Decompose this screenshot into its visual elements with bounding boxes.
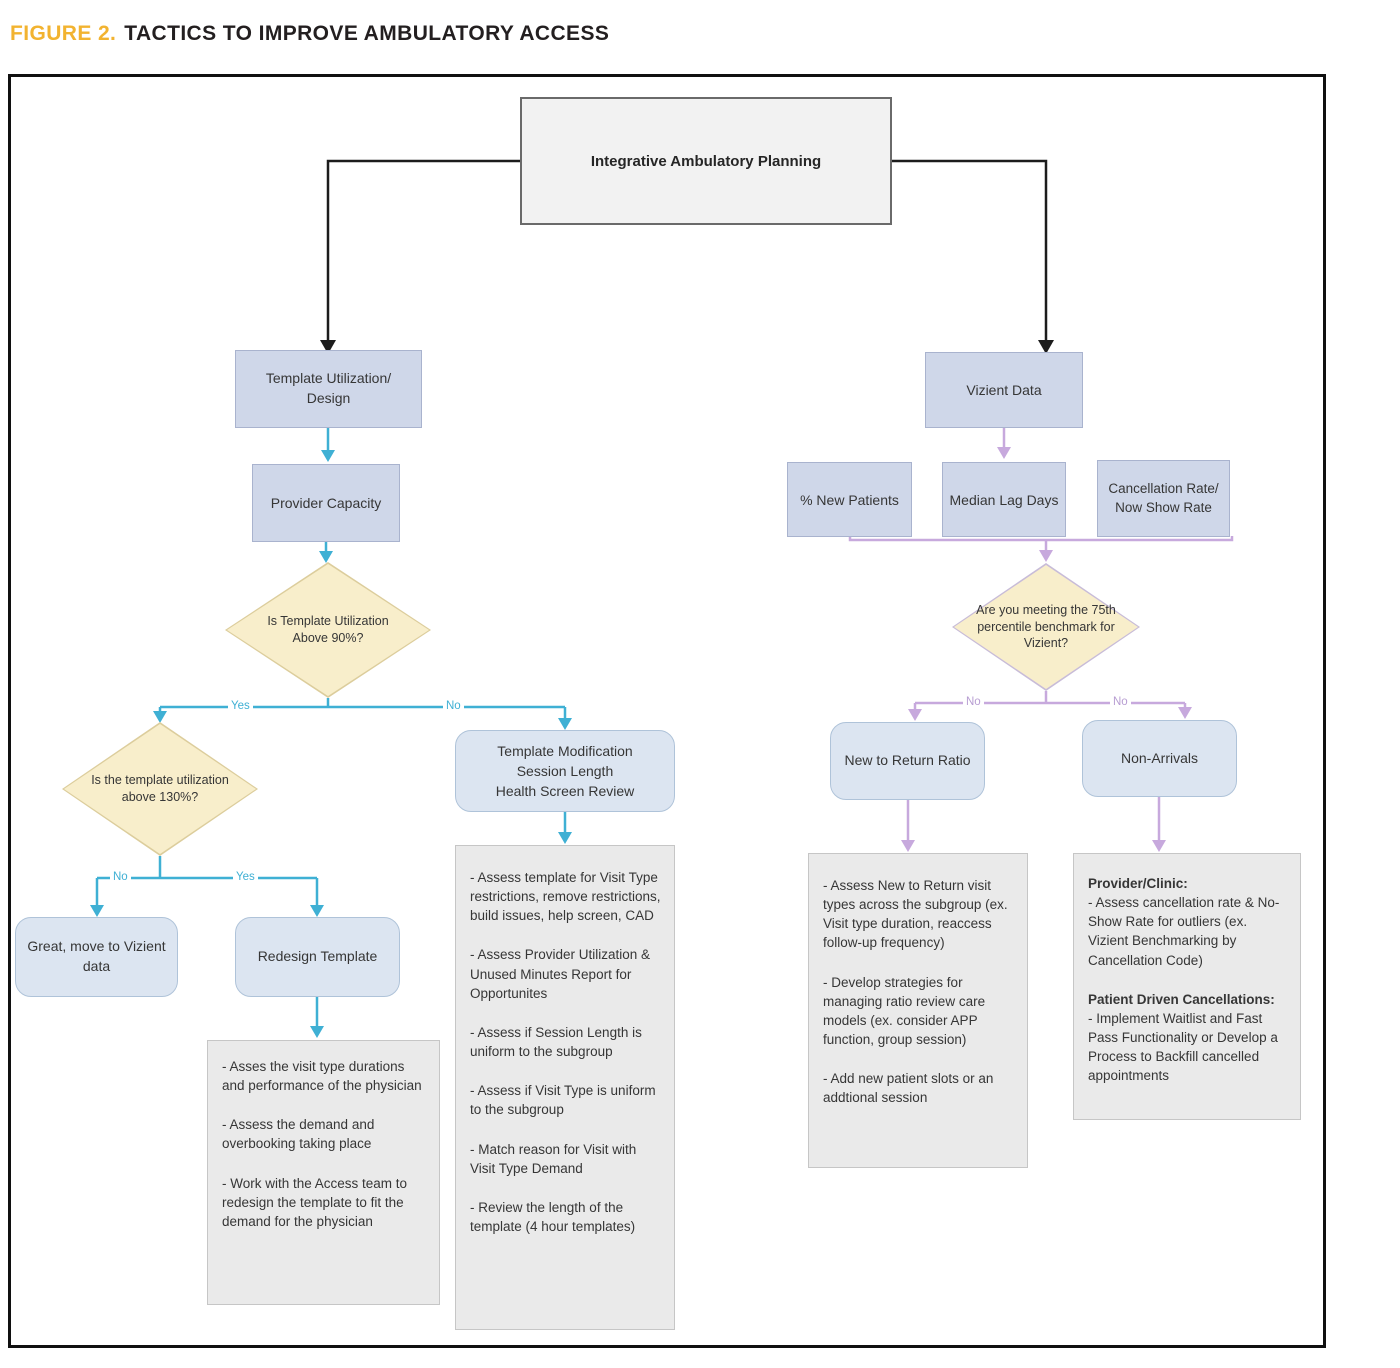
detail-new-to-return: - Assess New to Return visit types acros…: [808, 853, 1028, 1168]
detail-item: - Assess if Session Length is uniform to…: [470, 1024, 642, 1060]
node-median-lag-days: Median Lag Days: [942, 462, 1066, 537]
node-label: Integrative Ambulatory Planning: [590, 152, 822, 170]
detail-item: - Assess if Visit Type is uniform to the…: [470, 1083, 656, 1118]
node-label-line: Template Modification: [497, 742, 633, 759]
node-label-line: Health Screen Review: [495, 783, 635, 800]
edge-label-yes: Yes: [233, 871, 258, 884]
node-non-arrivals: Non-Arrivals: [1082, 720, 1237, 797]
node-label: Non-Arrivals: [1120, 749, 1198, 766]
decision-label: Is Template Utilization Above 90%?: [267, 614, 389, 645]
decision-template-utilization-90: Is Template Utilization Above 90%?: [225, 562, 431, 698]
figure-title: FIGURE 2. TACTICS TO IMPROVE AMBULATORY A…: [10, 22, 609, 46]
node-new-to-return-ratio: New to Return Ratio: [830, 722, 985, 800]
detail-item: - Match reason for Visit with Visit Type…: [470, 1141, 637, 1176]
detail-section-header: Patient Driven Cancellations:: [1088, 991, 1275, 1007]
decision-75th-percentile: Are you meeting the 75th percentile benc…: [952, 563, 1140, 691]
node-redesign-template: Redesign Template: [235, 917, 400, 997]
figure-title-text: TACTICS TO IMPROVE AMBULATORY ACCESS: [124, 22, 610, 45]
node-label: % New Patients: [800, 491, 899, 508]
node-percent-new-patients: % New Patients: [787, 462, 912, 537]
figure-label: FIGURE 2.: [10, 22, 117, 45]
detail-item: - Develop strategies for managing ratio …: [823, 974, 986, 1048]
node-cancellation-rate: Cancellation Rate/ Now Show Rate: [1097, 460, 1230, 537]
detail-item: - Asses the visit type durations and per…: [222, 1059, 422, 1094]
detail-item: - Implement Waitlist and Fast Pass Funct…: [1088, 1010, 1278, 1084]
detail-item: - Work with the Access team to redesign …: [222, 1175, 408, 1229]
node-label: Median Lag Days: [949, 491, 1059, 508]
node-vizient-data: Vizient Data: [925, 352, 1083, 428]
edge-label-no: No: [963, 696, 984, 709]
detail-template-modification: - Assess template for Visit Type restric…: [455, 845, 675, 1330]
node-label: Provider Capacity: [270, 495, 382, 511]
node-label: Cancellation Rate/ Now Show Rate: [1108, 480, 1219, 515]
detail-section-header: Provider/Clinic:: [1088, 876, 1188, 891]
node-provider-capacity: Provider Capacity: [252, 464, 400, 542]
edge-label-no: No: [1110, 696, 1131, 709]
detail-item: - Assess the demand and overbooking taki…: [222, 1117, 375, 1152]
node-template-modification: Template Modification Session Length Hea…: [455, 730, 675, 812]
edge-label-no: No: [110, 871, 131, 884]
node-label: New to Return Ratio: [844, 752, 971, 769]
detail-redesign-template: - Asses the visit type durations and per…: [207, 1040, 440, 1305]
detail-item: - Review the length of the template (4 h…: [470, 1199, 636, 1235]
node-label: Template Utilization/ Design: [265, 370, 392, 406]
detail-non-arrivals: Provider/Clinic: - Assess cancellation r…: [1073, 853, 1301, 1120]
detail-item: - Add new patient slots or an addtional …: [823, 1071, 994, 1106]
node-label-stack: Template Modification Session Length Hea…: [496, 741, 635, 802]
node-label: Vizient Data: [966, 382, 1042, 398]
decision-label: Is the template utilization above 130%?: [91, 773, 229, 804]
decision-label: Are you meeting the 75th percentile benc…: [976, 602, 1116, 651]
node-great-move-to-vizient: Great, move to Vizient data: [15, 917, 178, 997]
node-template-utilization-design: Template Utilization/ Design: [235, 350, 422, 428]
node-label-line: Session Length: [516, 762, 614, 779]
detail-item: - Assess cancellation rate & No- Show Ra…: [1088, 895, 1280, 968]
detail-item: - Assess New to Return visit types acros…: [823, 878, 1008, 951]
decision-template-utilization-130: Is the template utilization above 130%?: [62, 722, 258, 856]
detail-item: - Assess template for Visit Type restric…: [470, 870, 661, 924]
detail-item: - Assess Provider Utilization & Unused M…: [470, 947, 651, 1001]
edge-label-no: No: [443, 700, 464, 713]
node-integrative-ambulatory-planning: Integrative Ambulatory Planning: [520, 97, 892, 225]
edge-label-yes: Yes: [228, 700, 253, 713]
node-label: Great, move to Vizient data: [27, 938, 166, 974]
node-label: Redesign Template: [257, 948, 378, 965]
